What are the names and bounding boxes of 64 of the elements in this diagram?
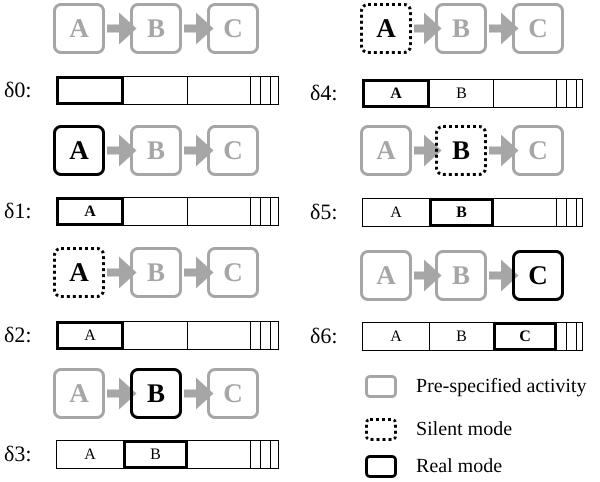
activity-box: C [207, 368, 259, 419]
tape-cell: A [363, 323, 430, 350]
step-label: δ1: [4, 198, 32, 224]
legend-label: Pre-specified activity [416, 374, 586, 398]
tape-bar [56, 440, 279, 469]
activity-box: B [435, 250, 487, 301]
arrow [107, 12, 137, 44]
arrow [489, 12, 519, 44]
tape-cell: B [429, 198, 494, 227]
activity-box: A [360, 250, 412, 301]
tape-cell [56, 76, 124, 105]
arrow [184, 256, 214, 288]
silent-activity-box: B [435, 125, 487, 176]
tape-cell: A [56, 321, 124, 350]
activity-box: C [512, 3, 564, 54]
activity-box: B [130, 125, 182, 176]
arrow [107, 134, 137, 166]
tape-cell: A [363, 199, 430, 226]
step-label: δ2: [4, 322, 32, 348]
activity-box: C [207, 125, 259, 176]
activity-box: A [53, 368, 105, 419]
arrow [184, 134, 214, 166]
step-label: δ3: [4, 441, 32, 467]
activity-box: C [207, 3, 259, 54]
activity-box: B [130, 247, 182, 298]
arrow [414, 260, 442, 292]
step-label: δ0: [4, 77, 32, 103]
arrow [107, 256, 137, 288]
tape-cell: B [430, 323, 494, 350]
legend-label: Real mode [416, 454, 502, 478]
real-activity-box: B [130, 368, 182, 419]
tape-bar [362, 79, 583, 108]
arrow [489, 260, 519, 292]
tape-cell: C [493, 322, 557, 351]
arrow [489, 134, 519, 166]
tape-bar [56, 76, 279, 105]
arrow [414, 134, 442, 166]
tape-cell: A [56, 197, 124, 226]
legend-label: Silent mode [416, 417, 512, 441]
arrow [414, 12, 442, 44]
arrow [107, 378, 137, 410]
tape-bar [362, 198, 583, 227]
activity-box: C [512, 125, 564, 176]
silent-activity-box: A [53, 247, 105, 298]
tape-bar [56, 197, 279, 226]
real-activity-box: A [53, 125, 105, 176]
step-label: δ5: [310, 199, 338, 225]
activity-box: B [435, 3, 487, 54]
tape-cell: B [430, 80, 494, 107]
tape-cell: A [362, 79, 430, 108]
tape-bar [56, 321, 279, 350]
tape-bar [362, 322, 583, 351]
activity-box: A [360, 125, 412, 176]
real-activity-box: C [512, 250, 564, 301]
arrow [184, 12, 214, 44]
arrow [184, 378, 214, 410]
step-label: δ6: [310, 323, 338, 349]
tape-cell: B [123, 440, 188, 469]
tape-cell: A [57, 441, 124, 468]
activity-box: C [207, 247, 259, 298]
silent-activity-box: A [360, 3, 412, 54]
step-label: δ4: [310, 80, 338, 106]
activity-box: A [53, 3, 105, 54]
activity-box: B [130, 3, 182, 54]
